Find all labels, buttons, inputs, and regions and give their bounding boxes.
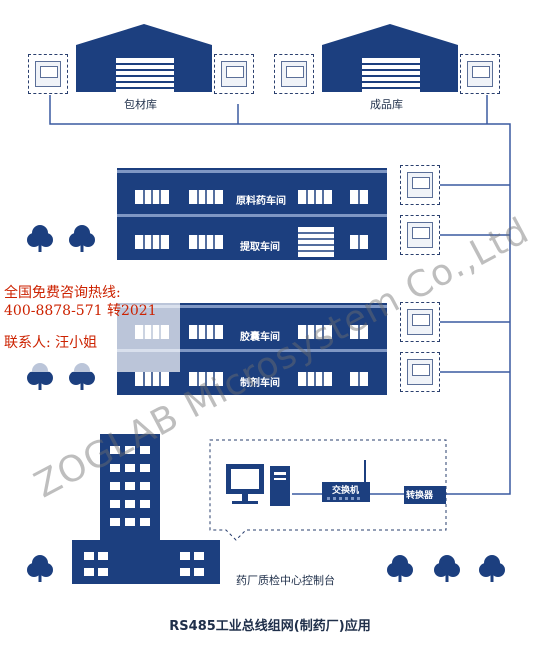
converter-label: 转换器 bbox=[406, 491, 434, 501]
workshop-capsule-label: 胶囊车间 bbox=[240, 332, 280, 343]
hotline-title: 全国免费咨询热线: bbox=[4, 285, 121, 301]
diagram-caption: RS485工业总线组网(制药厂)应用 bbox=[169, 619, 371, 634]
warehouse-left bbox=[76, 24, 212, 92]
warehouse-right bbox=[322, 24, 458, 92]
switch-label: 交换机 bbox=[332, 486, 360, 496]
field-device-3 bbox=[274, 54, 314, 94]
warehouse-right-label: 成品库 bbox=[370, 98, 403, 111]
field-device-2 bbox=[214, 54, 254, 94]
field-device-4 bbox=[460, 54, 500, 94]
field-device-1 bbox=[28, 54, 68, 94]
monitor-unit-icon bbox=[407, 309, 433, 335]
converter-icon bbox=[404, 486, 446, 504]
hotline-number: 400-8878-571 转2021 bbox=[4, 303, 157, 319]
office-tower bbox=[72, 434, 220, 584]
workshop-upper bbox=[117, 168, 387, 260]
contact-person: 联系人: 汪小姐 bbox=[4, 335, 98, 351]
monitor-unit-icon bbox=[407, 359, 433, 385]
monitor-unit-icon bbox=[407, 172, 433, 198]
monitor-unit-icon bbox=[407, 222, 433, 248]
field-device-6 bbox=[400, 215, 440, 255]
switch-icon bbox=[322, 460, 370, 502]
workshop-raw-label: 原料药车间 bbox=[236, 196, 286, 207]
computer-icon bbox=[226, 464, 290, 506]
monitor-unit-icon bbox=[35, 61, 61, 87]
monitor-unit-icon bbox=[281, 61, 307, 87]
field-device-7 bbox=[400, 302, 440, 342]
field-device-5 bbox=[400, 165, 440, 205]
control-center-label: 药厂质检中心控制台 bbox=[236, 574, 335, 587]
bus-lines bbox=[49, 95, 511, 495]
warehouse-left-label: 包材库 bbox=[124, 98, 157, 111]
monitor-unit-icon bbox=[467, 61, 493, 87]
field-device-8 bbox=[400, 352, 440, 392]
monitor-unit-icon bbox=[221, 61, 247, 87]
tree-icons bbox=[27, 225, 505, 582]
contact-promo: 全国免费咨询热线: 400-8878-571 转2021 联系人: 汪小姐 bbox=[0, 276, 180, 372]
workshop-prep-label: 制剂车间 bbox=[240, 378, 280, 389]
workshop-extract-label: 提取车间 bbox=[240, 242, 280, 253]
